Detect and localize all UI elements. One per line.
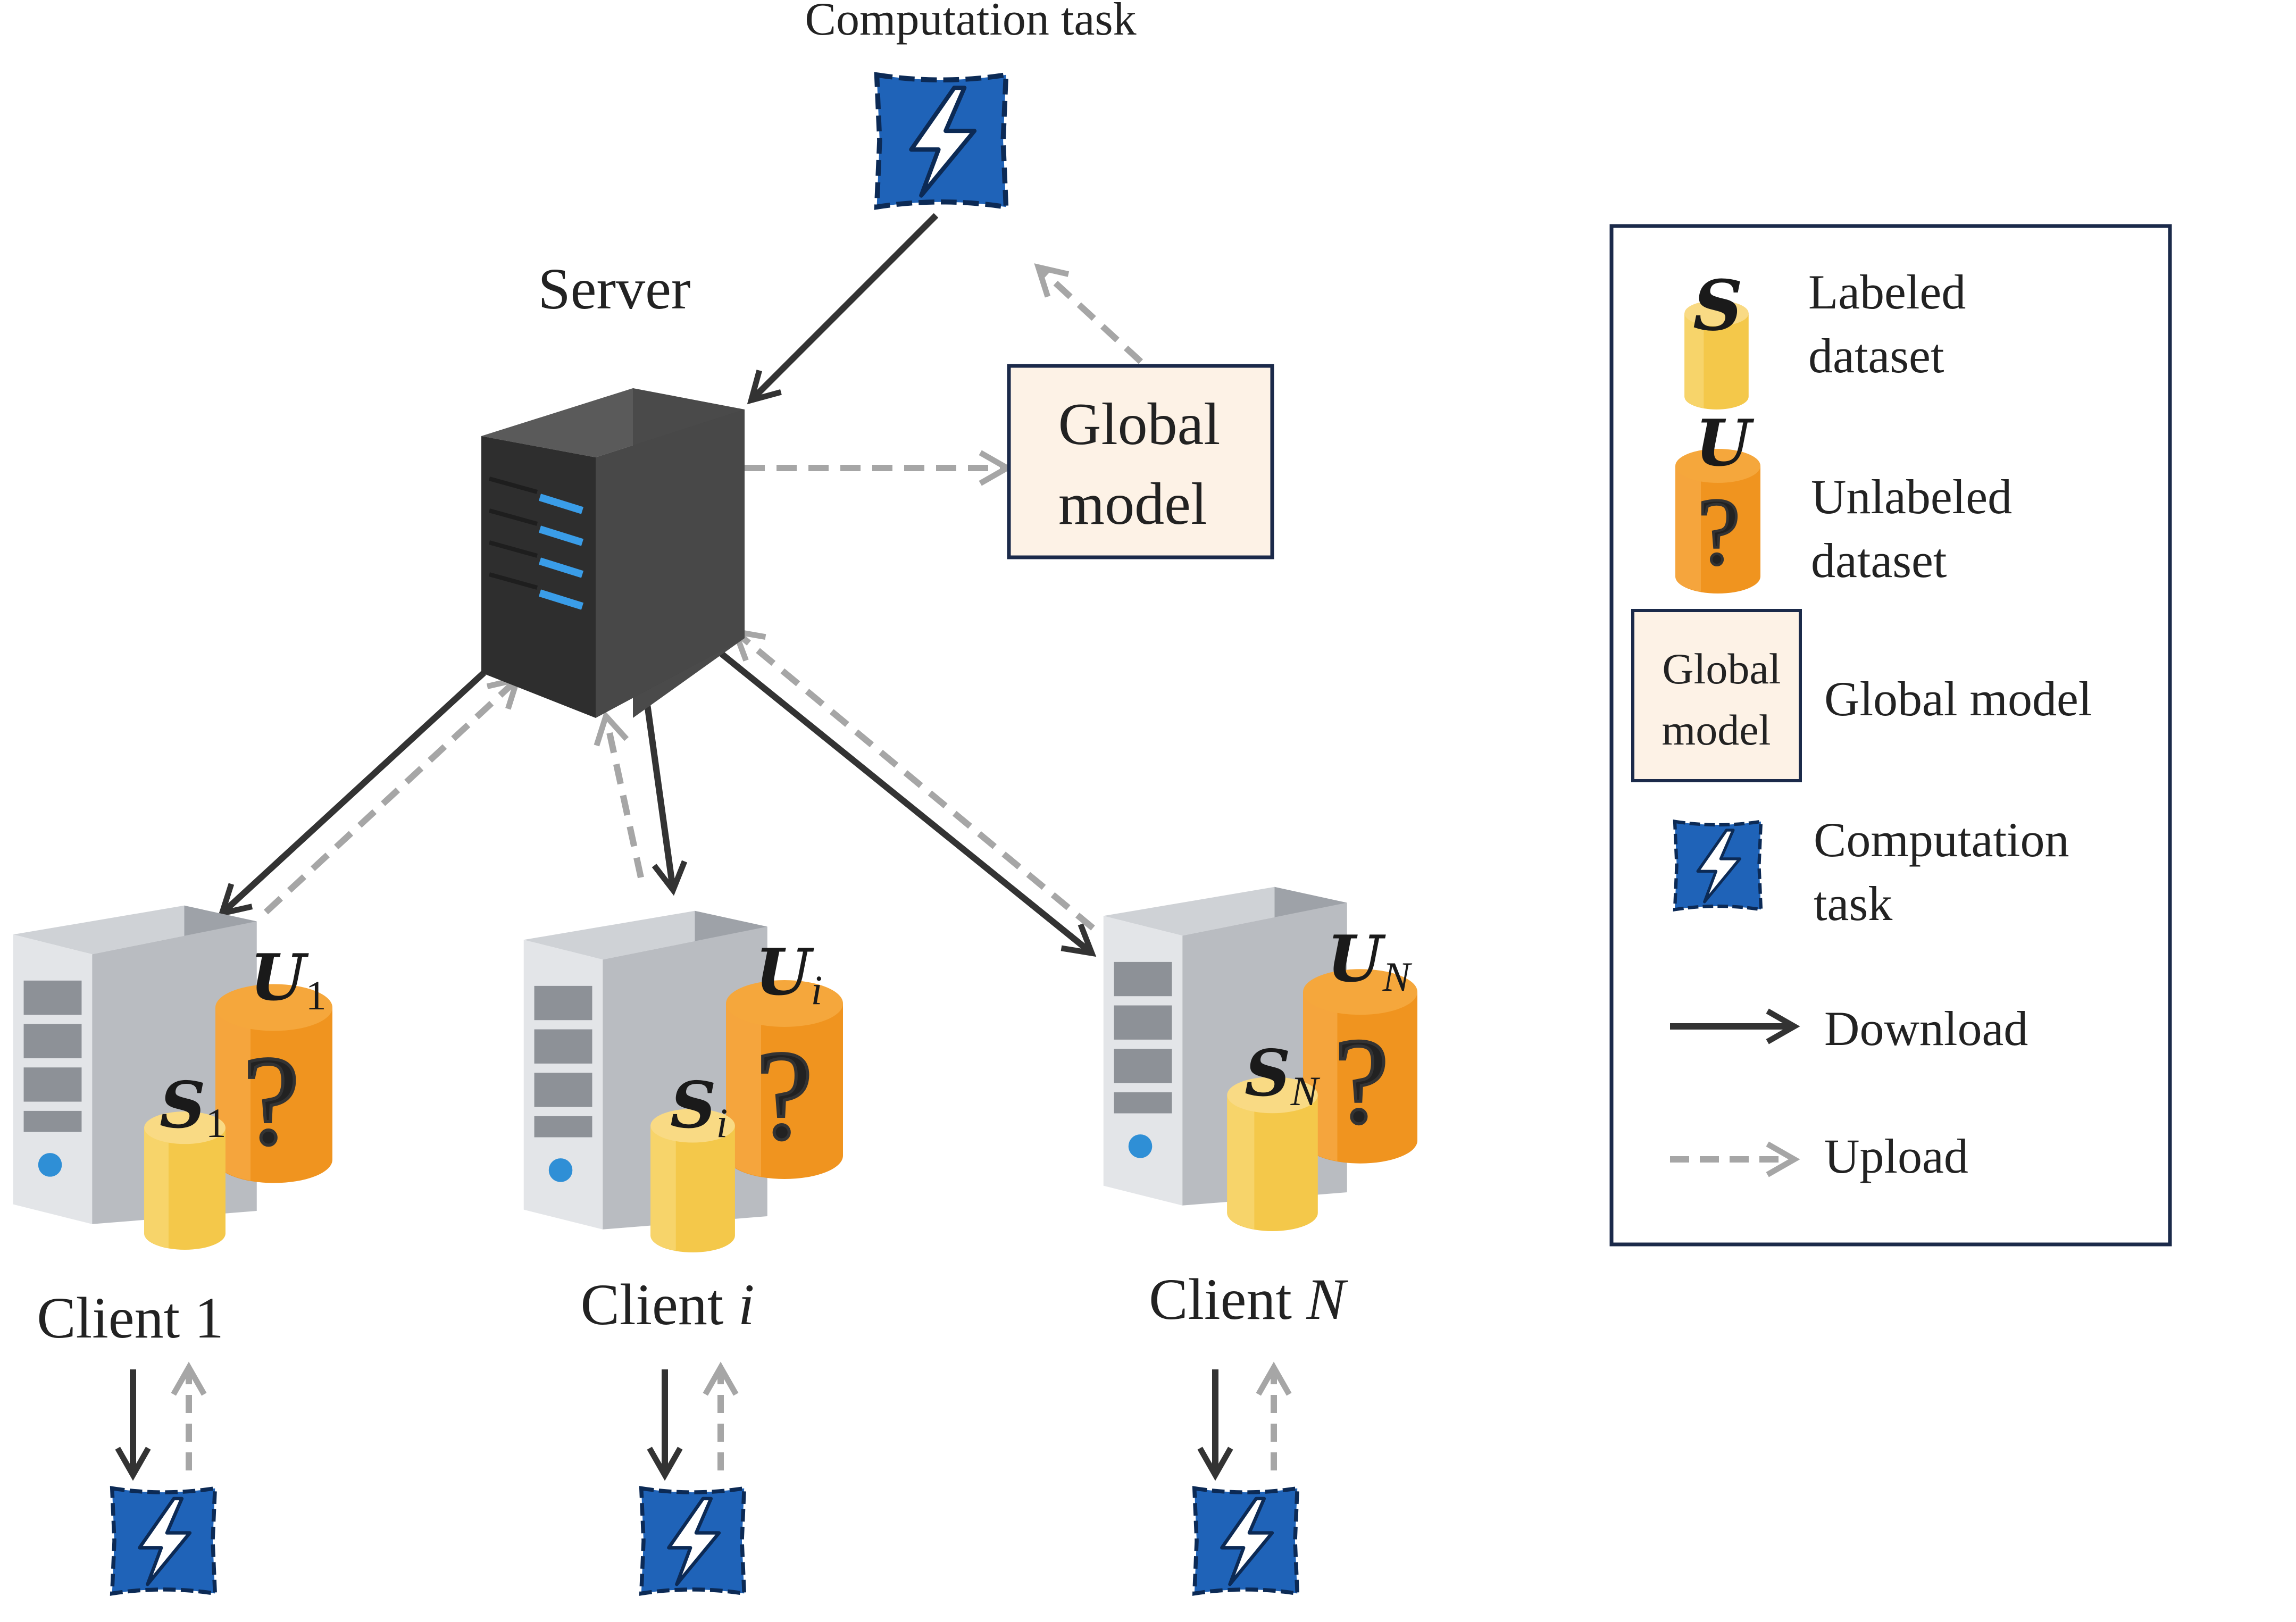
legend-unlabeled-line2: dataset bbox=[1811, 533, 1947, 588]
arrow-task-to-server bbox=[747, 213, 939, 405]
client-1-label: Client 1 bbox=[37, 1285, 223, 1350]
arrow-global-to-task bbox=[1034, 263, 1143, 364]
arrow-client-1-to-server bbox=[263, 675, 522, 915]
legend-unlabeled-symbol: U bbox=[1696, 406, 1755, 481]
legend-task-line1: Computation bbox=[1814, 813, 2069, 867]
client-1: ? U1 S1 Client 1 bbox=[13, 905, 332, 1594]
global-model-box: Global model bbox=[1007, 364, 1274, 559]
arrow-client-n-to-server bbox=[730, 628, 1095, 931]
legend-labeled-line2: dataset bbox=[1808, 329, 1944, 383]
lightning-icon bbox=[877, 75, 1006, 207]
unlabeled-symbol: Ui bbox=[755, 935, 822, 1013]
client-i-label: Client i bbox=[581, 1272, 755, 1337]
legend-global-model-box bbox=[1631, 609, 1802, 782]
arrow-server-to-client-1 bbox=[218, 670, 487, 917]
lightning-icon bbox=[112, 1489, 215, 1594]
legend-upload-label: Upload bbox=[1824, 1129, 1968, 1183]
lightning-icon bbox=[1195, 1489, 1298, 1594]
arrow-server-to-client-i bbox=[643, 696, 688, 896]
global-model-line2: model bbox=[1058, 471, 1207, 537]
server-label: Server bbox=[538, 256, 690, 321]
legend-unlabeled-line1: Unlabeled bbox=[1811, 470, 2012, 524]
lightning-icon bbox=[1675, 822, 1761, 910]
legend: S Labeled dataset ? U Unlabeled dataset … bbox=[1609, 224, 2172, 1247]
unlabeled-symbol: UN bbox=[1327, 922, 1413, 1000]
legend-labeled-symbol: S bbox=[1693, 265, 1743, 346]
server-icon bbox=[481, 388, 745, 718]
arrow-client-i-to-server bbox=[594, 710, 644, 879]
global-model-line1: Global bbox=[1058, 391, 1221, 457]
client-i: ? Ui Si Client i bbox=[523, 910, 843, 1594]
labeled-symbol: S1 bbox=[160, 1068, 227, 1146]
question-icon: ? bbox=[243, 1030, 300, 1171]
client-n-label: Client N bbox=[1149, 1267, 1348, 1332]
legend-task-line2: task bbox=[1814, 876, 1892, 931]
lightning-icon bbox=[641, 1489, 745, 1594]
unlabeled-symbol: U1 bbox=[250, 940, 327, 1018]
client-n: ? UN SN Client N bbox=[1103, 887, 1417, 1594]
labeled-symbol: SN bbox=[1245, 1036, 1321, 1114]
labeled-symbol: Si bbox=[670, 1068, 728, 1146]
question-icon: ? bbox=[756, 1024, 813, 1166]
legend-global-box-line2: model bbox=[1662, 706, 1771, 754]
arrow-server-to-client-n bbox=[713, 646, 1097, 957]
legend-global-box-line1: Global bbox=[1662, 645, 1781, 693]
legend-download-label: Download bbox=[1824, 1001, 2028, 1056]
computation-task-title: Computation task bbox=[805, 0, 1136, 45]
legend-labeled-line1: Labeled bbox=[1808, 265, 1966, 319]
legend-global-label: Global model bbox=[1824, 672, 2092, 726]
question-icon: ? bbox=[1698, 479, 1740, 584]
question-icon: ? bbox=[1334, 1013, 1389, 1149]
